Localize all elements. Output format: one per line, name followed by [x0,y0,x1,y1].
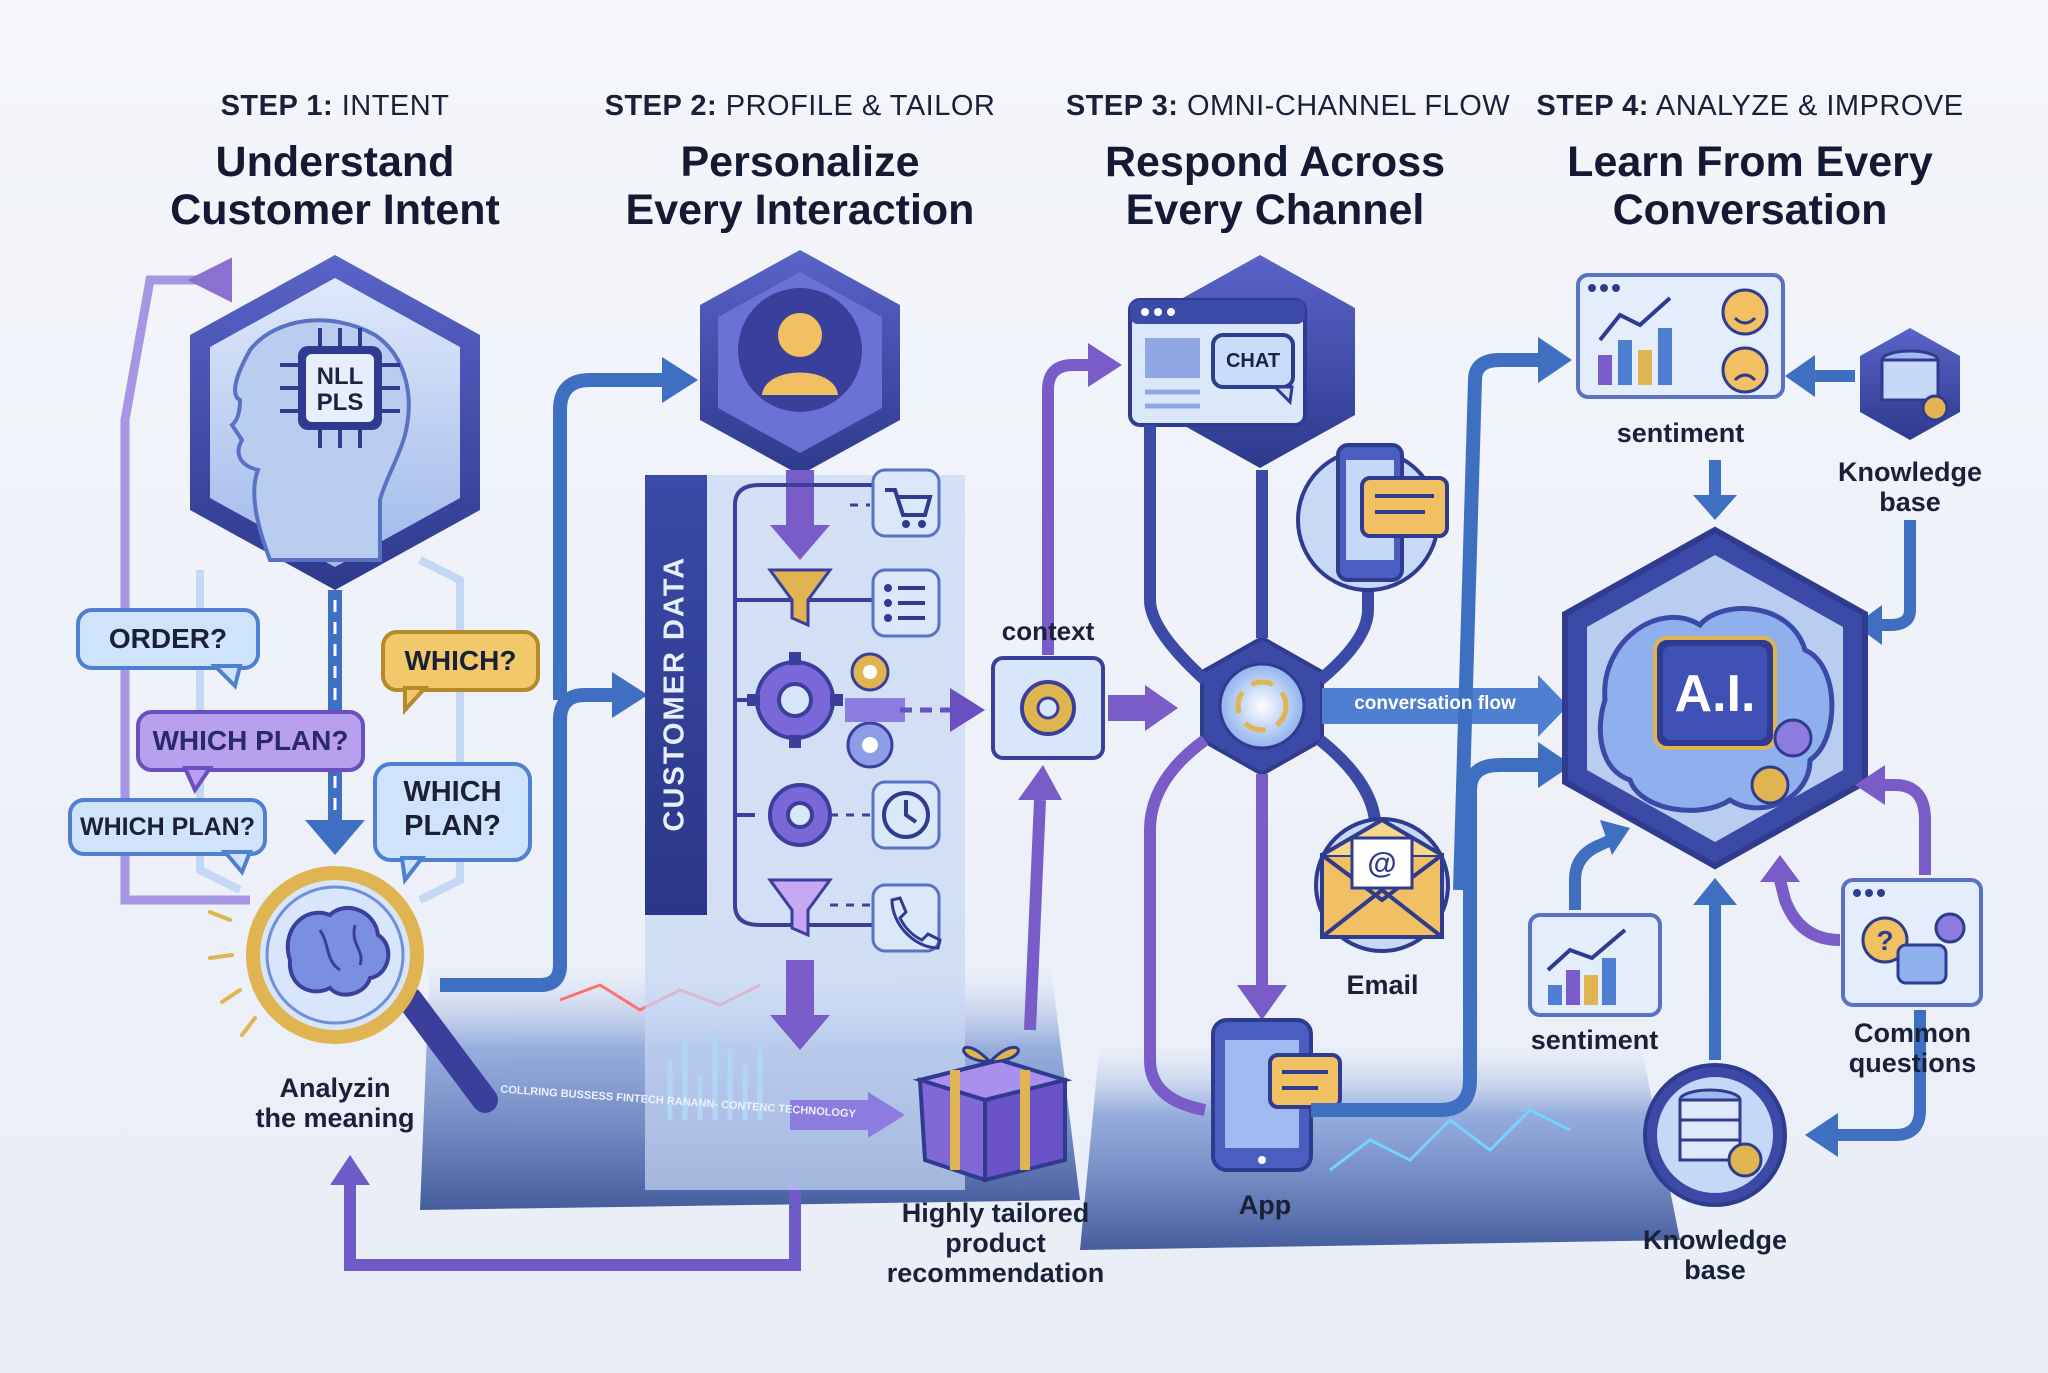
user-avatar-icon [778,313,822,357]
ai-label: A.I. [1674,665,1756,723]
knowledge-base-icon-bottom [1643,1063,1787,1207]
gear-icon [846,721,894,769]
conversation-hub-hexagon [1200,635,1324,777]
step4-label: STEP 4: ANALYZE & IMPROVE [1536,90,1964,122]
bubble-which-text: WHICH? [404,645,517,676]
chat-label: CHAT [1225,350,1281,372]
ai-brain-hexagon [1562,526,1868,870]
question-icon: ? [1876,925,1893,956]
gear-icon [1773,718,1813,758]
mobile-chat-icon [1296,443,1449,592]
gear-icon [850,652,890,692]
gift-icon [912,1045,1073,1183]
customer-data-panel [645,475,707,915]
sad-face-icon [1721,346,1769,394]
sentiment-top-label: sentiment [1616,418,1745,448]
filter-icon [767,878,833,938]
step1-group [68,255,801,1271]
bubble-which-plan-purple [136,710,365,795]
email-icon: @ [1314,817,1450,953]
bubble-which-plan-text: WHICH PLAN? [152,725,349,756]
cart-icon-tile [871,468,941,538]
conversation-flow-label: conversation flow [1354,693,1516,714]
magnifier-brain-icon [208,866,498,1113]
list-icon-tile [871,568,941,638]
step2-group [645,250,1178,1190]
bubble-order [76,608,260,690]
filter-icon [767,568,833,628]
bubble-which-plan-large [373,762,532,886]
sentiment-chart-card-bottom [1528,913,1662,1017]
app-phone-icon [1211,1018,1342,1172]
knowledge-base-icon-top [1860,328,1960,440]
browser-chat-window [1128,298,1307,427]
step4-group: ? [1528,273,1983,1207]
step3-group: @ [1128,255,1572,1172]
gear-icon [768,783,832,847]
happy-face-icon [1721,288,1769,336]
context-label: context [1001,616,1095,646]
clock-icon-tile [871,780,941,850]
at-sign-icon: @ [1367,847,1396,880]
gear-icon [1934,912,1966,944]
bubble-which-plan-blue [68,798,267,876]
app-label: App [1238,1190,1292,1220]
sentiment-chart-card-top [1576,273,1785,399]
common-questions-card: ? [1841,878,1983,1007]
bubble-which-plan-small-text: WHICH PLAN? [80,813,255,841]
gear-icon [1750,765,1790,805]
bubble-which-gold [381,630,540,716]
customer-data-label: CUSTOMER DATA [658,555,691,832]
step2-label: STEP 2: PROFILE & TAILOR [604,90,996,122]
gear-icon [747,652,843,748]
step1-label: STEP 1: INTENT [220,90,450,122]
bubble-order-text: ORDER? [108,623,228,654]
step3-label: STEP 3: OMNI-CHANNEL FLOW [1065,90,1511,122]
email-label: Email [1346,970,1419,1000]
context-gear-box [991,656,1105,760]
sentiment-bottom-label: sentiment [1530,1025,1659,1055]
phone-icon-tile [871,883,942,953]
